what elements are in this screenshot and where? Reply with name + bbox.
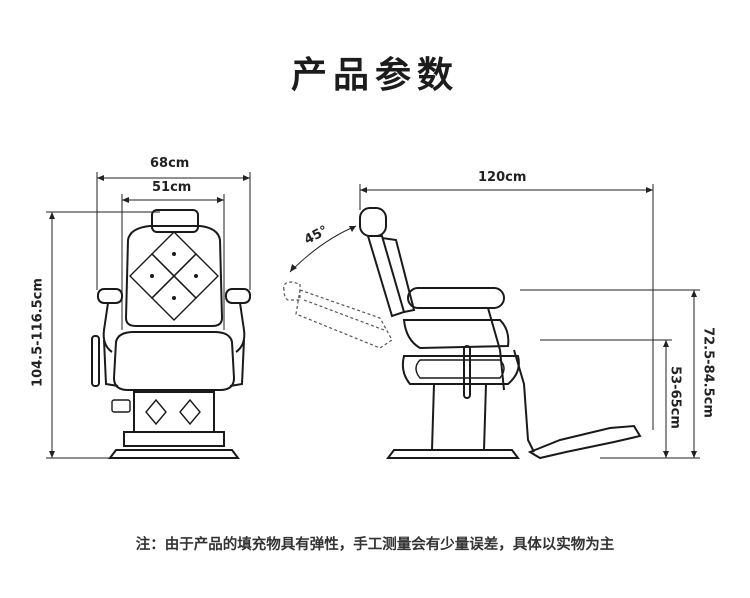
dim-front-width-seat: 51cm bbox=[152, 180, 192, 195]
dim-front-width-outer: 68cm bbox=[150, 156, 190, 171]
side-view-chair bbox=[283, 184, 700, 460]
front-view-chair bbox=[46, 172, 251, 459]
dim-seat-height: 53-65cm bbox=[667, 366, 683, 429]
dim-armrest-height: 72.5-84.5cm bbox=[700, 327, 716, 418]
dim-side-length: 120cm bbox=[478, 170, 527, 185]
dim-front-height: 104.5-116.5cm bbox=[30, 278, 46, 387]
page-title: 产品参数 bbox=[290, 55, 459, 96]
footer-note: 注：由于产品的填充物具有弹性，手工测量会有少量误差，具体以实物为主 bbox=[135, 537, 615, 553]
